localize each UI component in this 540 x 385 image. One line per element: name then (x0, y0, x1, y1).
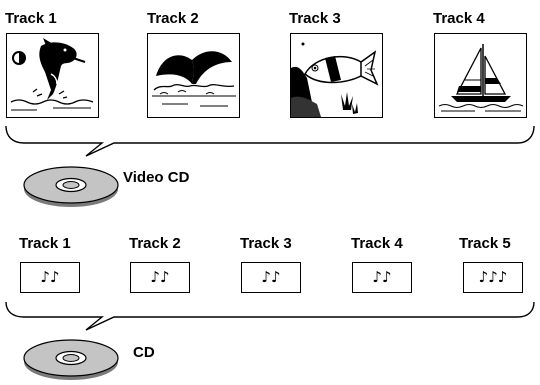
audio-track-3-notes: ♪♪ (241, 262, 301, 293)
audio-track-2-notes: ♪♪ (130, 262, 190, 293)
audio-cd-bracket (5, 301, 535, 331)
video-track-4-label: Track 4 (433, 10, 485, 27)
video-track-2-thumbnail (147, 33, 240, 118)
video-track-2-label: Track 2 (147, 10, 199, 27)
video-track-1-label: Track 1 (5, 10, 57, 27)
fish-picture (291, 42, 379, 117)
video-track-3-thumbnail (290, 33, 383, 118)
sailboat-picture (438, 44, 524, 112)
video-track-1-thumbnail (6, 33, 99, 118)
audio-track-5-notes: ♪♪♪ (463, 262, 523, 293)
audio-track-5-label: Track 5 (459, 235, 511, 252)
audio-cd-label: CD (133, 344, 155, 361)
video-cd-disc-icon (23, 166, 119, 207)
video-track-4-thumbnail (434, 33, 527, 118)
audio-cd-disc-icon (23, 339, 119, 380)
audio-track-2-label: Track 2 (129, 235, 181, 252)
video-cd-label: Video CD (123, 169, 190, 186)
dolphin-picture (10, 38, 94, 111)
whale-tail-picture (152, 51, 236, 107)
video-cd-bracket (5, 125, 535, 157)
audio-track-1-label: Track 1 (19, 235, 71, 252)
audio-track-3-label: Track 3 (240, 235, 292, 252)
audio-track-1-notes: ♪♪ (20, 262, 80, 293)
audio-track-4-notes: ♪♪ (352, 262, 412, 293)
audio-track-4-label: Track 4 (351, 235, 403, 252)
video-track-3-label: Track 3 (289, 10, 341, 27)
